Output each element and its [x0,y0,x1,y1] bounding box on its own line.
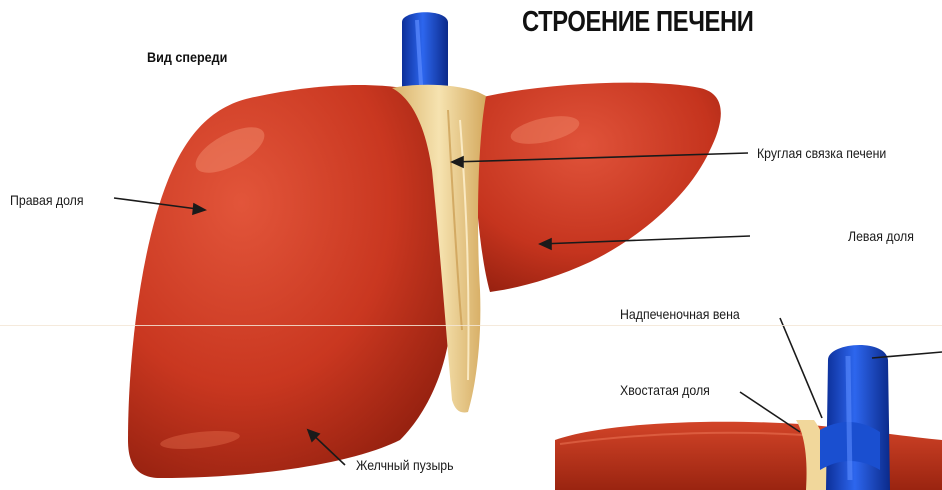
vena-cava-top [402,12,448,93]
label-left-lobe: Левая доля [848,228,914,244]
label-hepatic-vein: Надпеченочная вена [620,306,740,322]
label-round-ligament: Круглая связка печени [757,145,886,161]
right-lobe-shape [128,85,452,478]
view-caption: Вид спереди [147,49,227,65]
hepatic-vein-inset [820,345,890,490]
page-title: СТРОЕНИЕ ПЕЧЕНИ [522,6,753,39]
divider-line [0,325,942,326]
label-gallbladder: Желчный пузырь [356,457,454,473]
left-lobe-shape [470,83,721,292]
label-caudate-lobe: Хвостатая доля [620,382,710,398]
label-right-lobe: Правая доля [10,192,84,208]
